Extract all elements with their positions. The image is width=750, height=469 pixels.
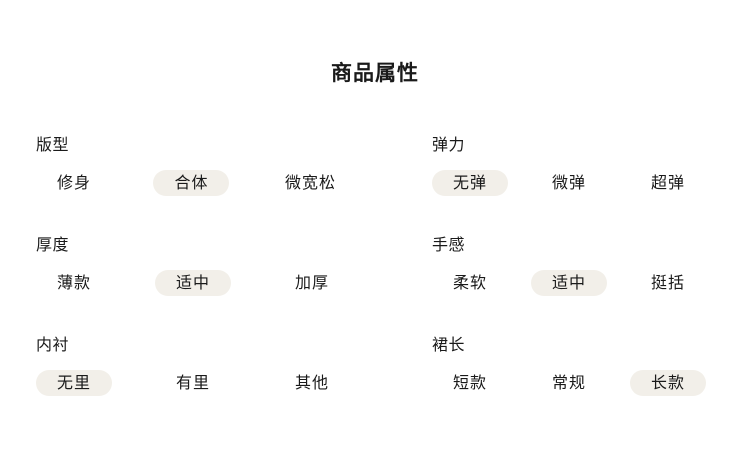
attribute-groups-grid: 版型修身 合体 微宽松 弹力无弹 微弹 超弹厚度薄款 适中 加厚 手感柔软 适中 挺括内衬无里 有里 其…: [0, 134, 750, 434]
attribute-option-selected[interactable]: 合体: [153, 170, 230, 196]
attribute-option[interactable]: 加厚: [294, 273, 329, 292]
attribute-option-selected[interactable]: 适中: [155, 270, 231, 296]
attribute-option[interactable]: 挺括: [650, 273, 685, 292]
page-title: 商品属性: [331, 61, 419, 85]
attribute-option[interactable]: 超弹: [650, 173, 685, 192]
attribute-option-row: 短款 常规 长款: [432, 370, 706, 396]
attribute-group: 版型修身 合体 微宽松: [0, 134, 398, 234]
attribute-group: 手感柔软 适中 挺括: [398, 234, 750, 334]
attribute-option-selected[interactable]: 适中: [531, 270, 607, 296]
attribute-option[interactable]: 修身: [56, 173, 91, 192]
attribute-option-selected[interactable]: 长款: [630, 370, 706, 396]
attribute-group-label: 版型: [36, 135, 70, 154]
attribute-option-row: 薄款 适中 加厚: [36, 270, 350, 296]
attribute-option-selected[interactable]: 无弹: [432, 170, 508, 196]
attribute-option[interactable]: 短款: [452, 373, 487, 392]
attribute-option-row: 无里 有里 其他: [36, 370, 350, 396]
attribute-group: 内衬无里 有里 其他: [0, 334, 398, 434]
attribute-option[interactable]: 柔软: [452, 273, 487, 292]
attribute-option[interactable]: 微宽松: [284, 173, 336, 192]
attribute-group-label: 手感: [432, 235, 466, 254]
attribute-option[interactable]: 其他: [294, 373, 329, 392]
attribute-option[interactable]: 微弹: [551, 173, 586, 192]
attribute-group: 弹力无弹 微弹 超弹: [398, 134, 750, 234]
attribute-option-selected[interactable]: 无里: [36, 370, 112, 396]
attribute-option[interactable]: 薄款: [56, 273, 91, 292]
attribute-group: 厚度薄款 适中 加厚: [0, 234, 398, 334]
attribute-group-label: 弹力: [432, 135, 466, 154]
attribute-option[interactable]: 有里: [175, 373, 210, 392]
attribute-option-row: 柔软 适中 挺括: [432, 270, 706, 296]
attribute-option-row: 无弹 微弹 超弹: [432, 170, 706, 196]
attribute-group-label: 内衬: [36, 335, 70, 354]
attribute-option[interactable]: 常规: [551, 373, 586, 392]
attribute-group-label: 厚度: [36, 235, 70, 254]
attribute-group-label: 裙长: [432, 335, 466, 354]
attribute-option-row: 修身 合体 微宽松: [36, 170, 350, 196]
attribute-group: 裙长短款 常规 长款: [398, 334, 750, 434]
